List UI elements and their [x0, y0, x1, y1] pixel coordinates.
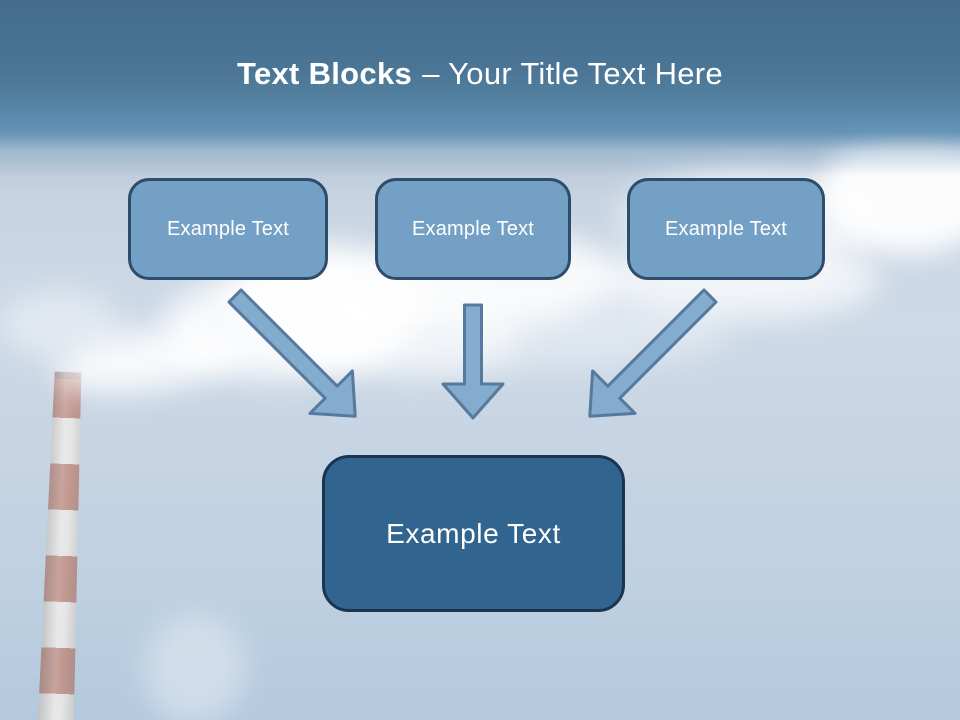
- smoke-plume: [300, 290, 520, 380]
- text-block-3[interactable]: Example Text: [627, 178, 825, 280]
- arrow-down-left-icon: [588, 288, 718, 418]
- center-text-block[interactable]: Example Text: [322, 455, 625, 612]
- text-block-2-label: Example Text: [411, 217, 535, 240]
- arrow-down-right-icon: [227, 288, 357, 418]
- slide-title-subtitle: – Your Title Text Here: [422, 56, 723, 91]
- title-banner: [0, 0, 960, 182]
- text-block-3-label: Example Text: [664, 217, 788, 240]
- slide-title-topic: Text Blocks: [237, 56, 413, 91]
- center-text-block-label: Example Text: [386, 517, 561, 549]
- text-block-2[interactable]: Example Text: [375, 178, 571, 280]
- text-block-1-label: Example Text: [166, 217, 290, 240]
- text-block-1[interactable]: Example Text: [128, 178, 328, 280]
- slide-title: Text Blocks – Your Title Text Here: [0, 54, 960, 94]
- arrow-down-icon: [441, 303, 505, 420]
